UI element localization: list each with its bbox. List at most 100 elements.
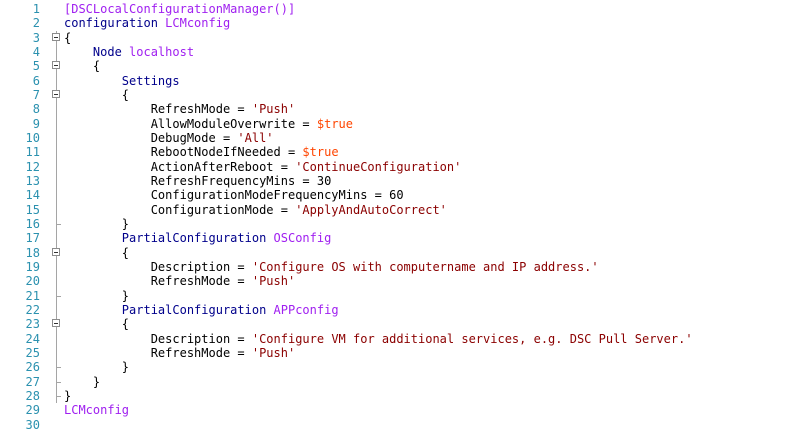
code-token: PartialConfiguration [64,231,274,246]
code-token: LCMconfig [165,16,231,31]
fold-guide [56,188,57,203]
fold-guide [56,102,57,117]
collapse-icon[interactable] [52,89,60,98]
fold-guide [56,159,57,174]
fold-guide [56,345,57,361]
code-line[interactable]: 4 Node localhost [0,44,786,60]
line-number: 12 [25,159,40,174]
code-text: PartialConfiguration OSConfig [64,231,332,246]
fold-end-marker [56,223,61,225]
code-line[interactable]: 11 RebootNodeIfNeeded = $true [0,145,786,160]
line-number: 25 [25,345,40,360]
code-line[interactable]: 30 [0,418,786,432]
collapse-icon[interactable] [52,32,60,41]
line-number: 8 [32,102,40,117]
code-line[interactable]: 7 { [0,87,786,103]
code-line[interactable]: 16 } [0,216,786,232]
code-text: [DSCLocalConfigurationManager()] [64,2,295,16]
code-token: } [64,374,101,389]
code-text: ActionAfterReboot = 'ContinueConfigurati… [64,160,462,174]
code-line[interactable]: 28} [0,388,786,404]
code-line[interactable]: 20 RefreshMode = 'Push' [0,274,786,289]
code-text: RefreshMode = 'Push' [64,345,296,360]
code-text: } [64,389,71,403]
code-line[interactable]: 27 } [0,374,786,389]
code-line[interactable]: 9 AllowModuleOverwrite = $true [0,116,786,131]
code-line[interactable]: 10 DebugMode = 'All' [0,130,786,146]
fold-end-marker [56,381,61,383]
code-token: RefreshFrequencyMins = [64,173,317,188]
code-line[interactable]: 21 } [0,288,786,303]
code-text: { [64,246,129,260]
code-token: 30 [316,173,332,188]
code-line[interactable]: 6 Settings [0,73,786,88]
code-line[interactable]: 26 } [0,360,786,375]
line-number: 9 [32,116,40,131]
line-number: 3 [32,30,40,45]
code-token: RefreshMode = [64,274,252,289]
code-text: { [64,59,100,73]
collapse-icon[interactable] [52,319,60,328]
code-token: OSConfig [273,231,332,246]
code-line[interactable]: 24 Description = 'Configure VM for addit… [0,331,786,346]
code-line[interactable]: 3{ [0,30,786,45]
code-line[interactable]: 14 ConfigurationModeFrequencyMins = 60 [0,188,786,203]
code-token: RefreshMode = [64,345,252,360]
code-text: RebootNodeIfNeeded = $true [64,145,339,159]
code-token: Description = [64,259,252,274]
collapse-icon[interactable] [52,61,60,70]
code-line[interactable]: 5 { [0,59,786,74]
code-token: AllowModuleOverwrite = [64,116,317,131]
line-number: 20 [25,274,40,289]
collapse-icon[interactable] [52,247,60,256]
code-token: DebugMode = [64,130,238,145]
fold-end-marker [56,295,61,297]
fold-guide [56,302,57,318]
code-token: configuration [64,16,166,31]
code-line[interactable]: 22 PartialConfiguration APPconfig [0,302,786,318]
code-token: { [64,245,130,260]
code-token: LCMconfig [64,403,130,418]
code-text: { [64,88,129,102]
code-line[interactable]: 2 configuration LCMconfig [0,16,786,30]
line-number: 24 [25,331,40,346]
code-line[interactable]: 19 Description = 'Configure OS with comp… [0,259,786,275]
code-line[interactable]: 25 RefreshMode = 'Push' [0,345,786,361]
code-token: Settings [64,73,180,88]
code-line[interactable]: 13 RefreshFrequencyMins = 30 [0,173,786,189]
code-token: } [64,288,130,303]
code-line[interactable]: 17 PartialConfiguration OSConfig [0,231,786,246]
code-token: Description = [64,331,252,346]
code-line[interactable]: 18 { [0,245,786,260]
code-token: { [64,87,130,102]
code-line[interactable]: 12 ActionAfterReboot = 'ContinueConfigur… [0,159,786,174]
code-text: configuration LCMconfig [64,16,230,30]
line-number: 18 [25,245,40,260]
code-line[interactable]: 23 { [0,317,786,332]
code-line[interactable]: 1[DSCLocalConfigurationManager()] [0,2,786,16]
code-token: $true [316,116,353,131]
code-token: PartialConfiguration [64,302,274,317]
line-number: 27 [25,374,40,389]
code-token: } [64,216,130,231]
code-text: Settings [64,74,180,88]
code-text: RefreshMode = 'Push' [64,102,296,116]
line-number: 23 [25,317,40,332]
code-text: } [64,360,129,374]
code-line[interactable]: 15 ConfigurationMode = 'ApplyAndAutoCorr… [0,202,786,217]
fold-guide [56,173,57,189]
code-text: ConfigurationMode = 'ApplyAndAutoCorrect… [64,203,447,217]
line-number: 2 [32,16,40,31]
code-token: ConfigurationModeFrequencyMins = [64,188,390,203]
fold-guide [56,116,57,131]
code-text: Description = 'Configure OS with compute… [64,260,599,274]
code-line[interactable]: 8 RefreshMode = 'Push' [0,102,786,117]
line-number: 4 [32,44,40,59]
code-token: 'ApplyAndAutoCorrect' [295,202,447,217]
fold-guide [56,44,57,60]
code-token: 'Configure VM for additional services, e… [251,331,693,346]
code-token: } [64,388,72,403]
code-text: RefreshMode = 'Push' [64,274,296,289]
